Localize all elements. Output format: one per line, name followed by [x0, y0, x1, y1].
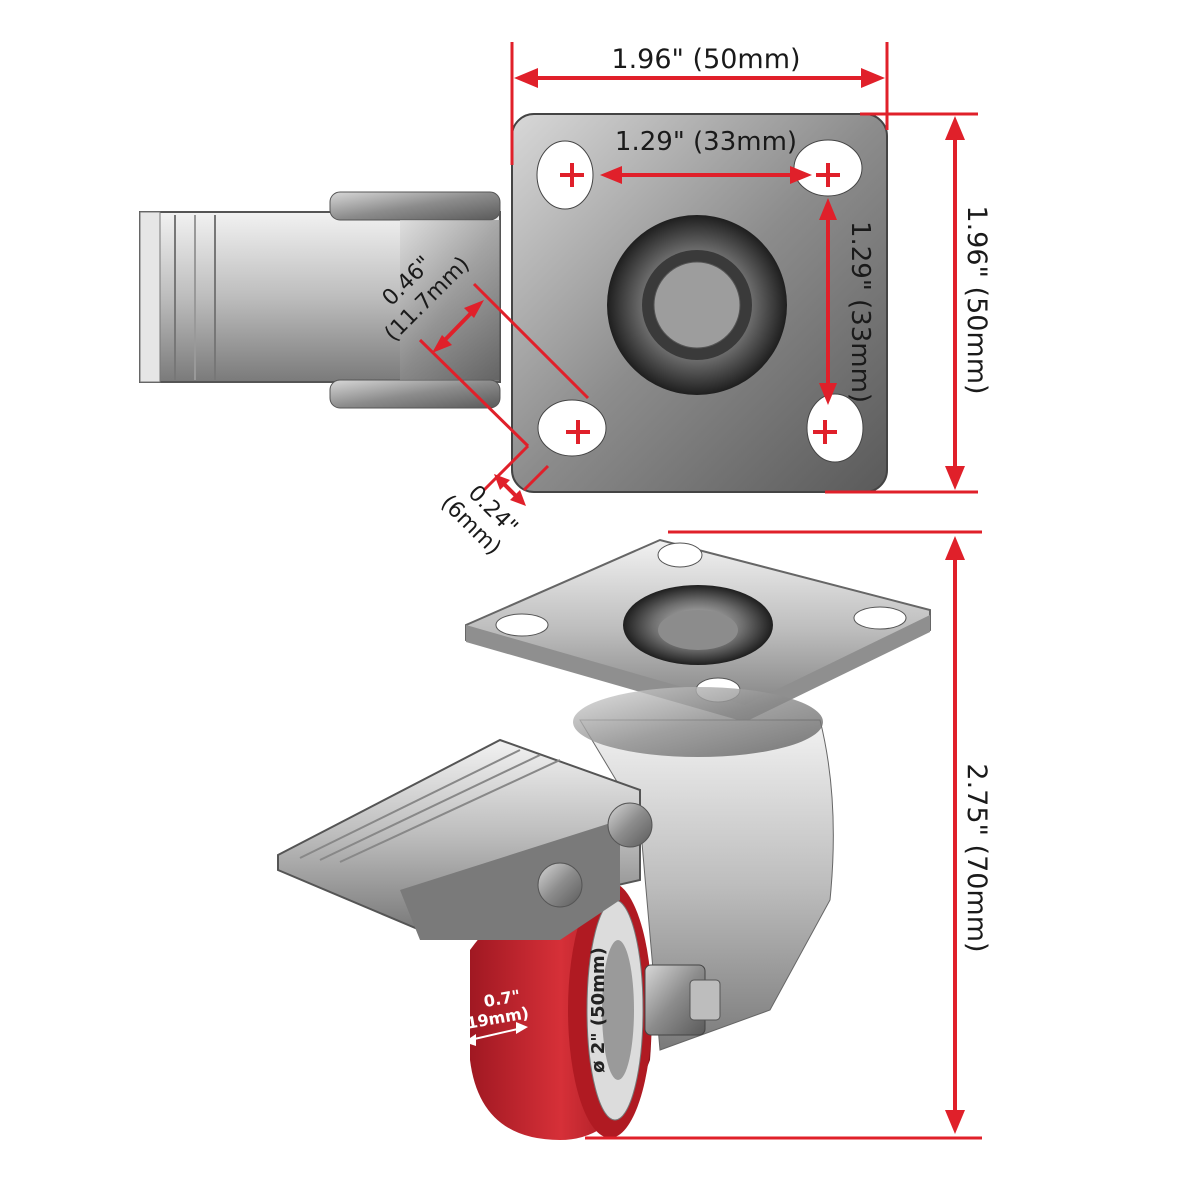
brake-rivet-lower: [537, 862, 583, 908]
brake-rivet-upper: [607, 802, 653, 848]
fork-yoke: [573, 687, 834, 1051]
hole-spacing-h-label: 1.29" (33mm): [615, 127, 797, 157]
hole-spacing-v-label: 1.29" (33mm): [845, 221, 875, 403]
dim-hole-spacing-vertical: 1.29" (33mm): [566, 198, 875, 444]
mounting-plate-top: [511, 113, 888, 493]
mounting-hole-bottom-right: [806, 393, 864, 463]
overall-height-label: 2.75" (70mm): [961, 763, 992, 952]
dim-plate-width-top: 1.96" (50mm): [510, 42, 889, 165]
plate-height-label: 1.96" (50mm): [961, 205, 992, 394]
top-view: 1.96" (50mm) 1.29" (33mm) 1.29" (33mm): [139, 42, 992, 560]
brake-pedal: [277, 738, 653, 940]
perspective-view: 0.7" (19mm) ø 2" (50mm) 2.75" (70mm): [277, 530, 992, 1140]
axle-nut: [644, 964, 721, 1036]
wheel: [470, 880, 652, 1140]
brake-lever-top: [139, 191, 501, 409]
dim-hole-spacing-horizontal: 1.29" (33mm): [560, 127, 840, 187]
mounting-hole-bottom-left: [537, 399, 607, 457]
wheel-diameter-label: ø 2" (50mm): [588, 947, 609, 1073]
plate-width-label: 1.96" (50mm): [611, 44, 800, 75]
dim-plate-height-side: 1.96" (50mm): [825, 112, 992, 494]
dim-overall-height: 2.75" (70mm): [585, 530, 992, 1140]
